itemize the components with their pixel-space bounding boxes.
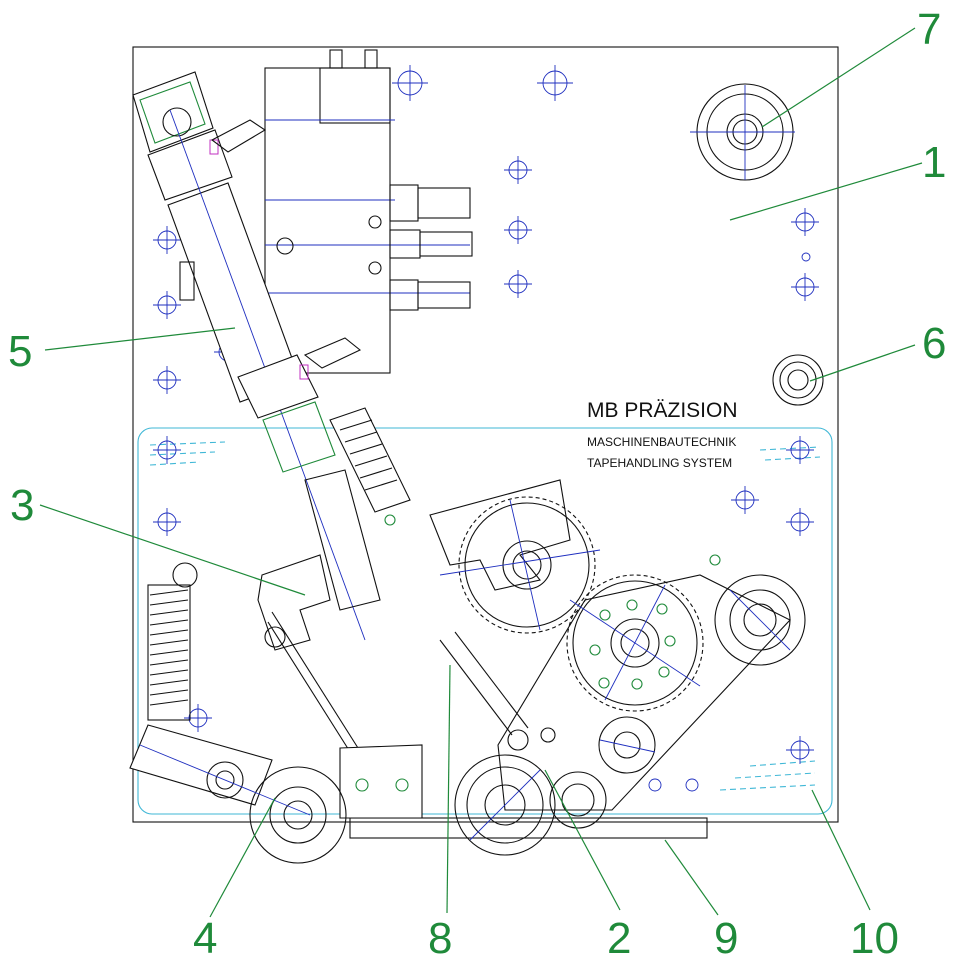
bottom-roller-small <box>549 771 607 829</box>
base-plate <box>132 46 839 823</box>
callout-9: 9 <box>714 914 738 961</box>
drive-roller <box>714 574 806 666</box>
tension-spring <box>147 562 198 721</box>
callout-6: 6 <box>922 319 946 368</box>
callout-7: 7 <box>917 5 941 54</box>
valve-block <box>264 49 473 374</box>
cover-plate <box>137 427 833 815</box>
brand-name: MB PRÄZISION <box>587 399 738 422</box>
roller-right-small <box>772 354 824 406</box>
actuator-rod <box>304 469 529 751</box>
callout-8: 8 <box>428 914 452 961</box>
brand-line-2: TAPEHANDLING SYSTEM <box>587 456 732 470</box>
main-gear <box>384 514 721 712</box>
bottom-roller-center <box>454 754 556 856</box>
upper-gear <box>439 496 601 634</box>
callout-5: 5 <box>8 327 32 376</box>
dancer-plate <box>429 479 791 811</box>
cover-hatching <box>149 441 821 791</box>
callout-1: 1 <box>922 138 946 187</box>
spring-cylinder <box>329 407 411 513</box>
left-roller-arm <box>129 724 347 864</box>
roller-top-right <box>690 83 795 181</box>
brand-line-1: MASCHINENBAUTECHNIK <box>587 435 736 449</box>
callout-3: 3 <box>10 481 34 530</box>
knife-holder <box>257 554 423 819</box>
bottom-rail <box>349 817 708 839</box>
callout-4: 4 <box>193 914 217 961</box>
inclined-cylinder <box>132 71 366 641</box>
idler-roller <box>598 716 656 774</box>
mounting-holes <box>153 65 819 792</box>
callout-10: 10 <box>850 914 899 961</box>
leader-lines <box>39 27 923 918</box>
callout-2: 2 <box>607 914 631 961</box>
